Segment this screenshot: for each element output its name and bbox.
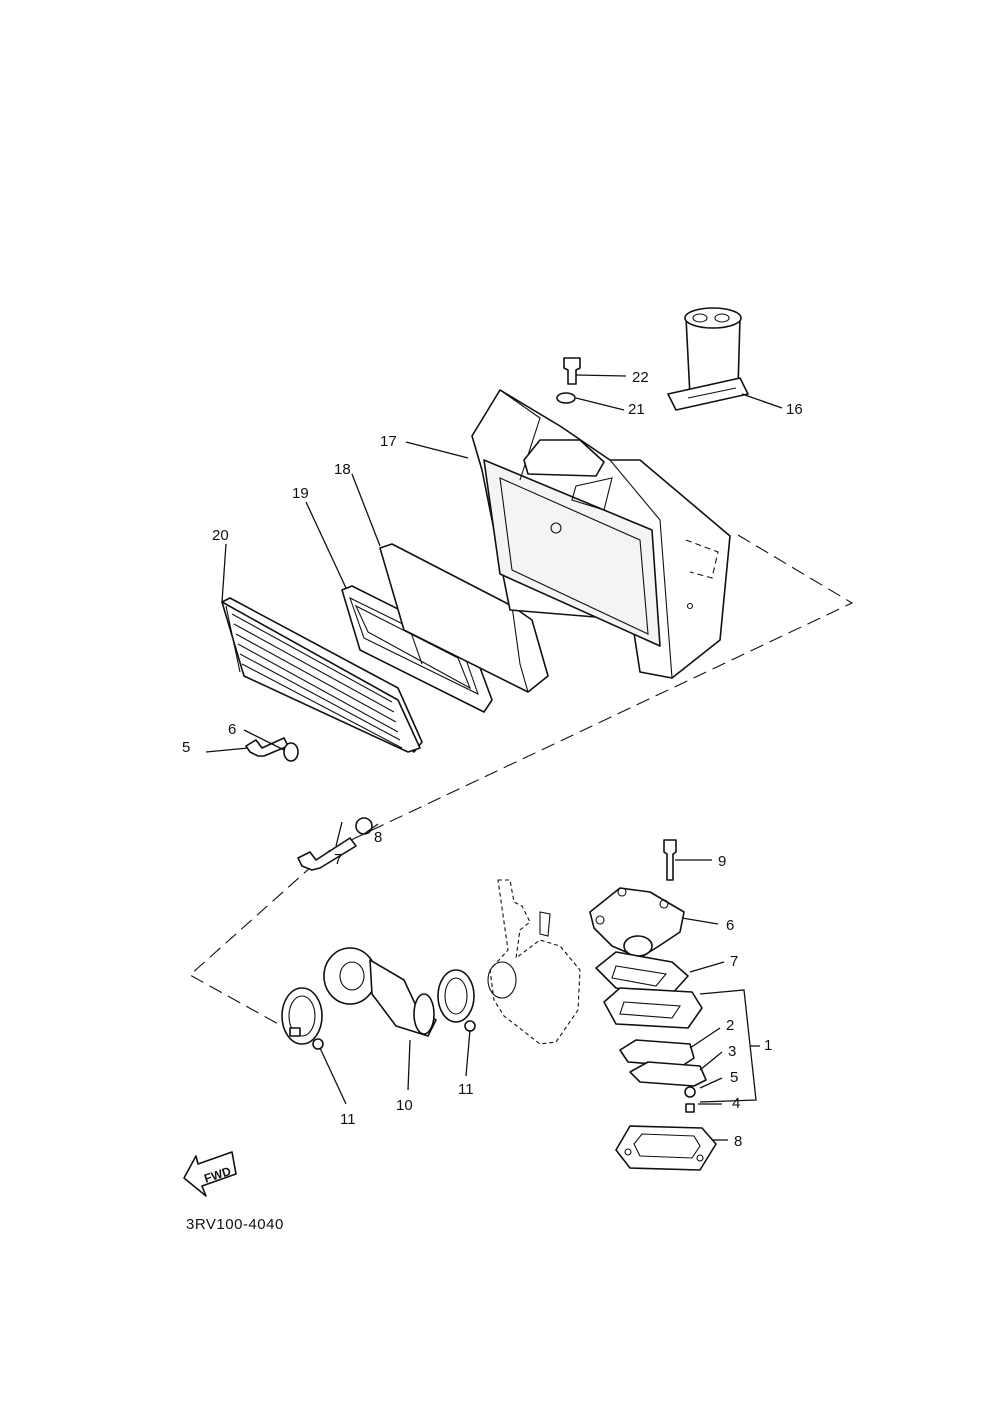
- callout-19: 7: [334, 851, 342, 868]
- drawing-code: 3RV100-4040: [186, 1216, 284, 1233]
- callout-labels: 22 21 16 17 18 19 20 6 5 7 8 9 6 7 2 3 1…: [182, 369, 803, 1150]
- callout-4: 4: [732, 1095, 740, 1112]
- part-12-intake-duct: [667, 307, 749, 411]
- part-18-washer: [283, 742, 299, 762]
- part-19-bolt: [297, 837, 357, 871]
- part-6-manifold: [589, 887, 685, 959]
- assembly-boundary-lower: [189, 849, 331, 1026]
- part-1-reed-valve-assembly: [603, 987, 707, 1113]
- fwd-arrow-icon: FWD: [183, 1151, 237, 1197]
- callout-3: 3: [728, 1043, 736, 1060]
- part-20-washer: [355, 817, 373, 835]
- callout-16: 20: [212, 527, 229, 544]
- part-14-filter-element: [379, 543, 549, 693]
- part-11-clamp-left: [281, 987, 324, 1050]
- callout-12: 16: [786, 401, 803, 418]
- part-9-bolt: [663, 839, 677, 881]
- part-21-bolt: [563, 357, 581, 385]
- callout-18: 6: [228, 721, 236, 738]
- callout-9: 9: [718, 853, 726, 870]
- part-16-grille-cover: [221, 597, 423, 753]
- callout-7: 7: [730, 953, 738, 970]
- callout-2: 2: [726, 1017, 734, 1034]
- callout-11-right: 11: [458, 1081, 474, 1098]
- callout-14: 18: [334, 461, 351, 478]
- callout-8: 8: [734, 1133, 742, 1150]
- leader-lines: [205, 374, 783, 1141]
- callout-20: 8: [374, 829, 382, 846]
- callout-15: 19: [292, 485, 309, 502]
- callout-13: 17: [380, 433, 397, 450]
- part-10-intake-joint: [323, 947, 437, 1037]
- part-22-washer: [556, 392, 576, 404]
- part-13-filter-case: [471, 389, 731, 679]
- callout-10: 10: [396, 1097, 413, 1114]
- callout-5: 5: [730, 1069, 738, 1086]
- assembly-boundary-upper: [329, 534, 854, 851]
- callout-6: 6: [726, 917, 734, 934]
- part-11-clamp-right: [437, 969, 476, 1032]
- part-17-bolt: [245, 737, 289, 757]
- callout-21: 22: [632, 369, 649, 386]
- part-7-gasket: [595, 951, 689, 997]
- carburetor-outline: [487, 879, 581, 1045]
- callout-17: 5: [182, 739, 190, 756]
- part-8-gasket: [615, 1125, 717, 1171]
- callout-11-left: 11: [340, 1111, 356, 1128]
- callout-1: 1: [764, 1037, 772, 1054]
- callout-22: 21: [628, 401, 645, 418]
